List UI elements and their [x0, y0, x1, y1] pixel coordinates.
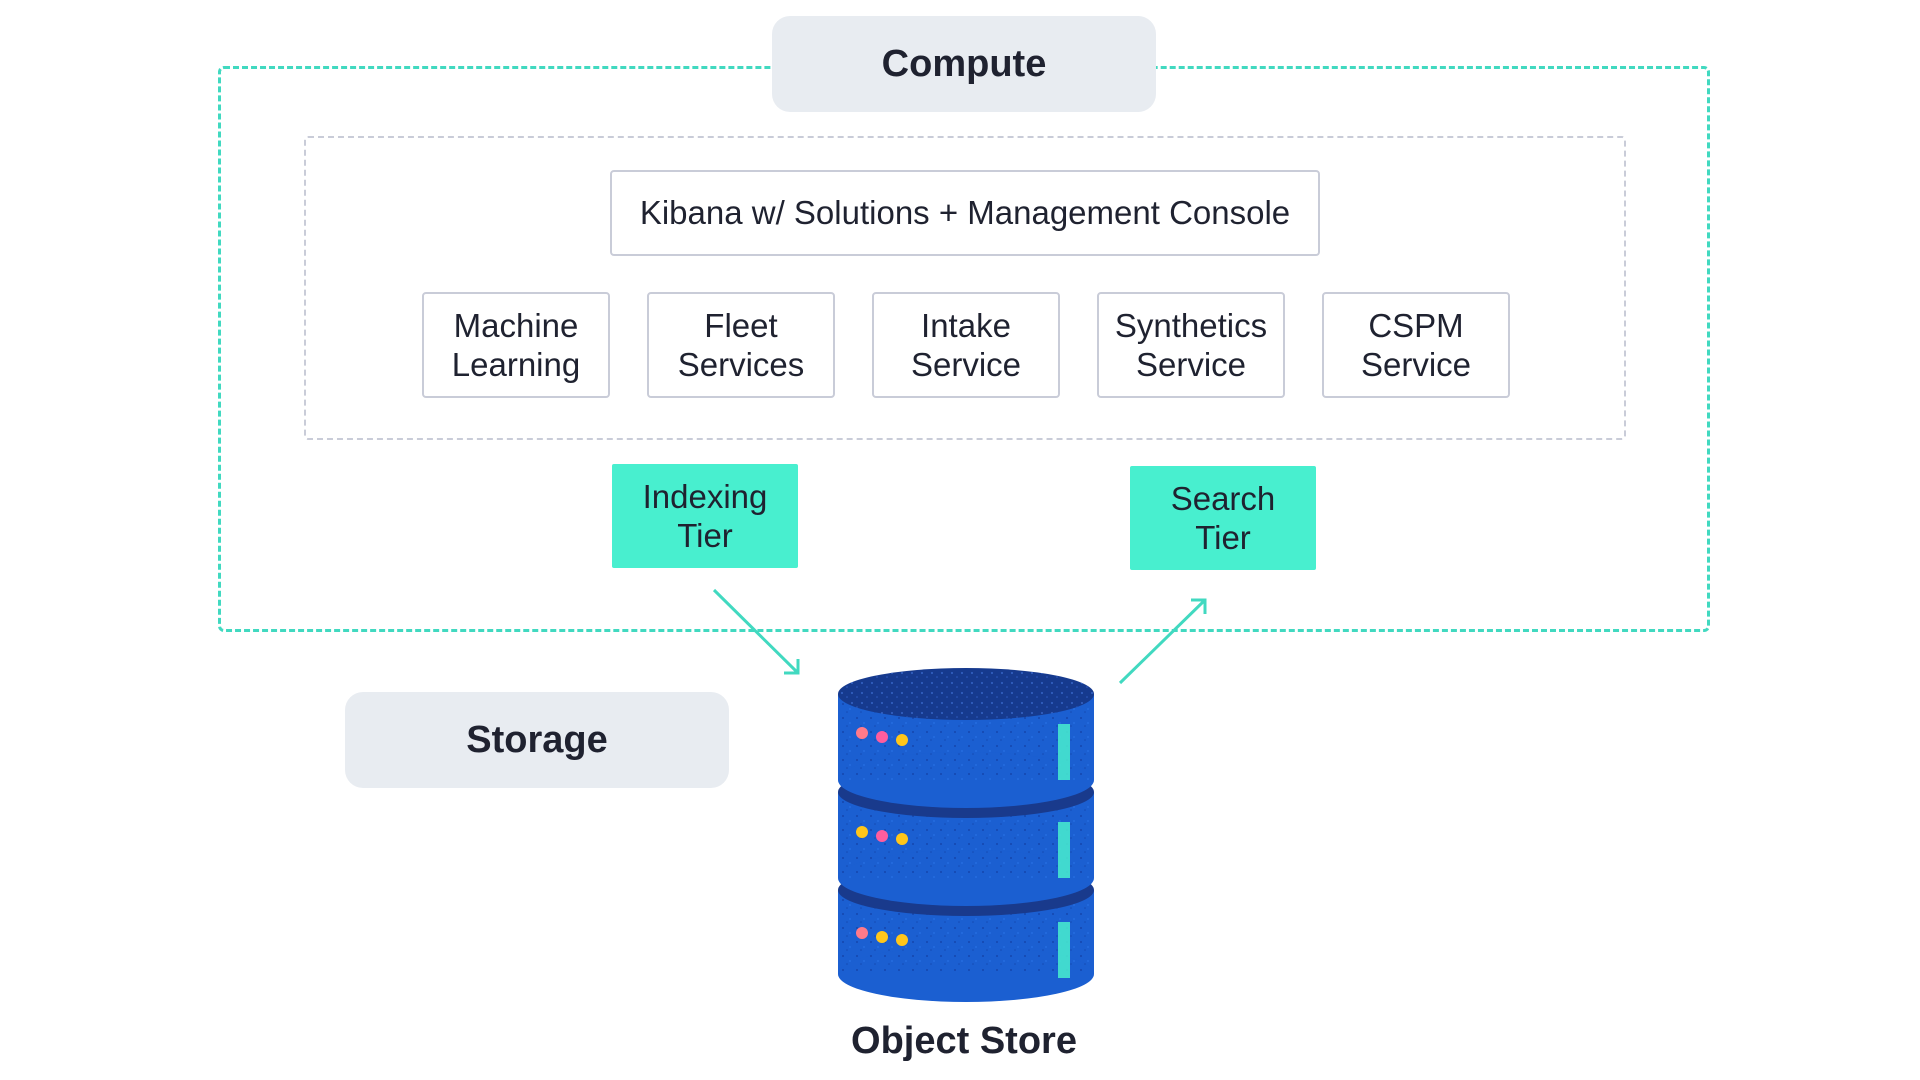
cspm-service-box: CSPM Service	[1322, 292, 1510, 398]
database-disk-top	[838, 668, 1094, 808]
search-tier-box: Search Tier	[1130, 466, 1316, 570]
arrow-to-object-store	[712, 588, 800, 675]
synthetics-service-box: Synthetics Service	[1097, 292, 1285, 398]
indexing-tier-box: Indexing Tier	[612, 464, 798, 568]
services-boundary	[304, 136, 1626, 440]
compute-label: Compute	[772, 16, 1156, 112]
kibana-box: Kibana w/ Solutions + Management Console	[610, 170, 1320, 256]
object-store-label: Object Store	[851, 1019, 1077, 1062]
fleet-services-box: Fleet Services	[647, 292, 835, 398]
machine-learning-box: Machine Learning	[422, 292, 610, 398]
storage-label: Storage	[345, 692, 729, 788]
object-store-database-icon	[838, 668, 1094, 1002]
arrow-to-search-tier	[1118, 598, 1207, 685]
database-disk-bottom	[838, 864, 1094, 1002]
intake-service-box: Intake Service	[872, 292, 1060, 398]
